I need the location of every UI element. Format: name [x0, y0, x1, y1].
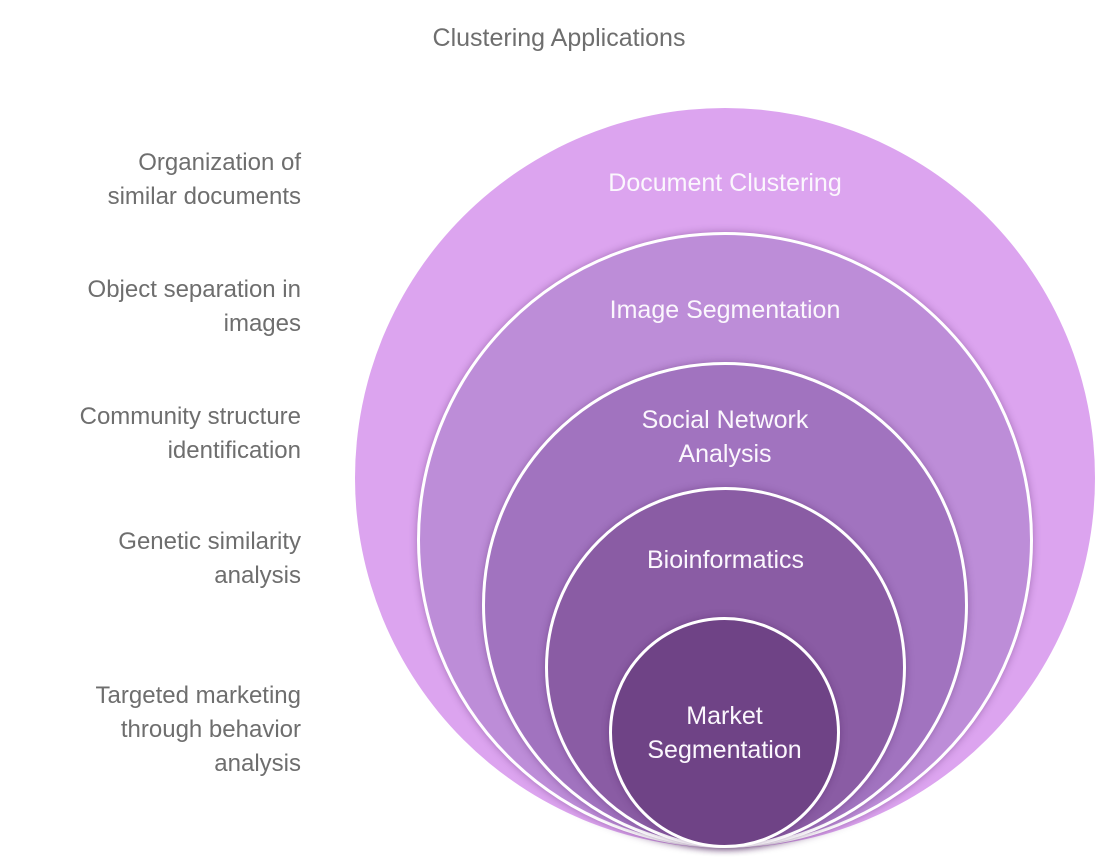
- ring-label-bioinformatics: Bioinformatics: [647, 546, 804, 574]
- diagram-title: Clustering Applications: [432, 24, 686, 52]
- ring-label-image-segmentation: Image Segmentation: [609, 296, 841, 324]
- ring-label-document-clustering: Document Clustering: [608, 169, 842, 197]
